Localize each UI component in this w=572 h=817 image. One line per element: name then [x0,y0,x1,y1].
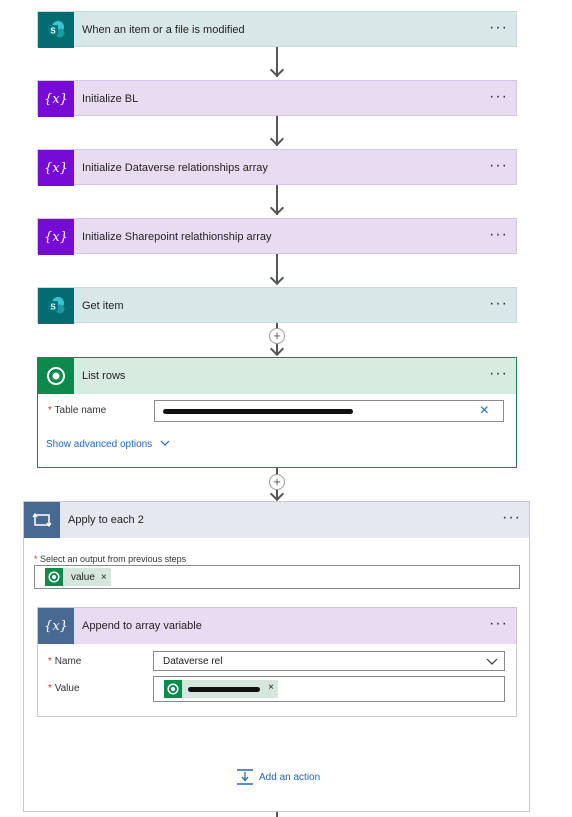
add-an-action-button[interactable]: Add an action [236,768,320,786]
value-label: * Value [48,683,80,694]
connector-line [276,47,278,77]
trigger-more-menu[interactable]: ··· [489,19,508,36]
required-mark: * [48,656,52,667]
apply-to-each-header[interactable]: Apply to each 2 ··· [24,502,529,538]
dataverse-icon [45,568,63,586]
append-array-card[interactable]: {x} Append to array variable ··· * Name … [37,607,517,717]
apply-to-each-more-menu[interactable]: ··· [502,509,521,526]
get-item-more-menu[interactable]: ··· [489,295,508,312]
get-item-title: Get item [82,300,124,312]
connector-arrow [269,341,285,357]
select-output-label-text: Select an output from previous steps [40,554,187,564]
init-bl-card[interactable]: {x} Initialize BL ··· [37,80,517,117]
value-token-label: value [71,571,95,583]
chevron-down-icon [486,658,498,665]
connector-line [276,254,278,284]
value-token[interactable]: value × [45,568,111,586]
insert-step-plus-icon[interactable]: + [269,474,285,490]
svg-text:S: S [50,27,56,36]
add-action-icon [237,769,253,785]
trigger-header[interactable]: S When an item or a file is modified ··· [38,12,516,48]
init-sharepoint-header[interactable]: {x} Initialize Sharepoint relathionship … [38,219,516,255]
connector-line [276,116,278,146]
select-output-field[interactable]: value × [34,565,520,589]
required-mark: * [48,683,52,694]
required-mark: * [34,554,38,564]
list-rows-card[interactable]: List rows ··· * Table name × Show advanc… [37,357,517,468]
show-advanced-options-link[interactable]: Show advanced options [46,439,170,450]
get-item-card[interactable]: S Get item ··· [37,287,517,324]
connector-arrow [269,200,285,216]
show-advanced-options-text: Show advanced options [46,439,153,450]
redacted-value [163,409,353,414]
name-label: * Name [48,656,81,667]
table-name-field[interactable]: × [154,400,504,422]
trigger-title: When an item or a file is modified [82,24,245,36]
variable-icon: {x} [38,150,74,186]
variable-icon: {x} [38,81,74,117]
add-an-action-text: Add an action [259,771,321,783]
list-rows-header[interactable]: List rows ··· [38,358,516,394]
init-bl-header[interactable]: {x} Initialize BL ··· [38,81,516,117]
apply-to-each-card[interactable]: Apply to each 2 ··· * Select an output f… [23,501,530,812]
connector-line [276,185,278,215]
connector-line [276,812,278,817]
table-name-label: * Table name [48,405,106,416]
name-dropdown[interactable]: Dataverse rel [153,651,505,671]
variable-icon: {x} [38,608,74,644]
init-dataverse-title: Initialize Dataverse relationships array [82,162,268,174]
connector-arrow [269,486,285,502]
chevron-down-icon [160,440,170,446]
init-dataverse-header[interactable]: {x} Initialize Dataverse relationships a… [38,150,516,186]
select-output-label: * Select an output from previous steps [34,554,186,564]
trigger-card[interactable]: S When an item or a file is modified ··· [37,11,517,48]
sharepoint-icon: S [38,288,74,324]
init-bl-more-menu[interactable]: ··· [489,88,508,105]
list-rows-more-menu[interactable]: ··· [489,365,508,382]
value-label-text: Value [54,683,80,694]
apply-to-each-title: Apply to each 2 [68,514,144,526]
dataverse-icon [38,358,74,394]
value-field[interactable]: × [153,676,505,702]
clear-icon[interactable]: × [479,402,489,419]
insert-step-plus-icon[interactable]: + [269,328,285,344]
connector-arrow [269,270,285,286]
loop-icon [24,502,60,538]
name-label-text: Name [54,656,82,667]
sharepoint-icon: S [38,12,74,48]
append-array-title: Append to array variable [82,620,202,632]
redacted-value [188,687,260,692]
get-item-header[interactable]: S Get item ··· [38,288,516,324]
init-sharepoint-title: Initialize Sharepoint relathionship arra… [82,231,272,243]
connector-arrow [269,62,285,78]
remove-token-icon[interactable]: × [100,571,107,583]
dataverse-icon [164,680,182,698]
init-sharepoint-more-menu[interactable]: ··· [489,226,508,243]
name-dropdown-value: Dataverse rel [163,656,223,667]
svg-text:S: S [50,303,56,312]
remove-token-icon[interactable]: × [268,682,274,693]
append-array-header[interactable]: {x} Append to array variable ··· [38,608,516,644]
required-mark: * [48,405,52,416]
connector-arrow [269,131,285,147]
init-dataverse-more-menu[interactable]: ··· [489,157,508,174]
list-rows-title: List rows [82,370,126,382]
variable-icon: {x} [38,219,74,255]
init-sharepoint-card[interactable]: {x} Initialize Sharepoint relathionship … [37,218,517,255]
append-array-more-menu[interactable]: ··· [489,615,508,632]
value-expression-token[interactable]: × [164,680,278,698]
table-name-label-text: Table name [54,405,107,416]
init-dataverse-card[interactable]: {x} Initialize Dataverse relationships a… [37,149,517,186]
init-bl-title: Initialize BL [82,93,139,105]
